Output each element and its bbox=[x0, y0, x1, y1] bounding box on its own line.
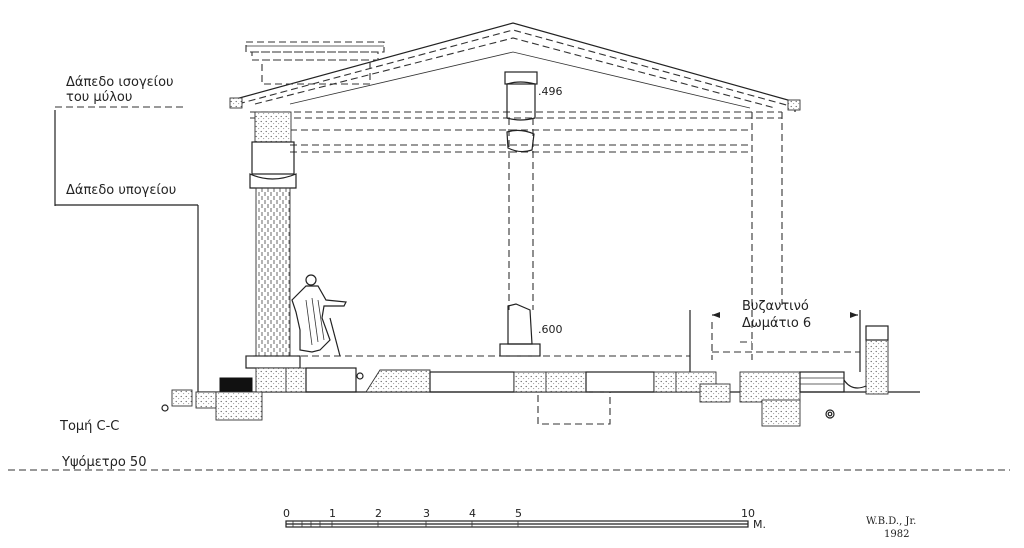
scale-tick-10: 10 bbox=[741, 507, 755, 520]
scale-tick-1: 1 bbox=[329, 507, 336, 520]
ground-floor bbox=[161, 355, 920, 425]
label-floor-ground-2: του μύλου bbox=[66, 90, 132, 105]
label-elevation: Υψόμετρο 50 bbox=[61, 455, 146, 470]
mark-lower: .600 bbox=[538, 323, 563, 336]
roof-cornice-block bbox=[245, 41, 385, 85]
signature-name: W.B.D., Jr. bbox=[866, 516, 916, 527]
label-room-line1: Βυζαντινό bbox=[742, 299, 809, 314]
roof-pediment bbox=[229, 22, 801, 112]
label-floor-ground: Δάπεδο ισογείου bbox=[66, 75, 174, 90]
mark-upper: .496 bbox=[538, 85, 563, 98]
human-figure bbox=[291, 274, 347, 357]
scale-tick-2: 2 bbox=[375, 507, 382, 520]
level-leaders bbox=[54, 106, 199, 392]
label-section: Τομή C-C bbox=[59, 419, 119, 434]
entablature bbox=[250, 111, 783, 360]
scale-tick-4: 4 bbox=[469, 507, 476, 520]
label-room-line2: Δωμάτιο 6 bbox=[742, 316, 811, 331]
scale-tick-5: 5 bbox=[515, 507, 522, 520]
label-floor-basement: Δάπεδο υπογείου bbox=[66, 183, 176, 198]
scale-unit: M. bbox=[753, 518, 766, 531]
scale-bar bbox=[285, 520, 749, 528]
scale-tick-3: 3 bbox=[423, 507, 430, 520]
signature-year: 1982 bbox=[884, 529, 909, 540]
byzantine-room bbox=[675, 310, 889, 427]
central-column bbox=[499, 71, 541, 357]
scale-tick-0: 0 bbox=[283, 507, 290, 520]
left-column bbox=[245, 111, 301, 369]
